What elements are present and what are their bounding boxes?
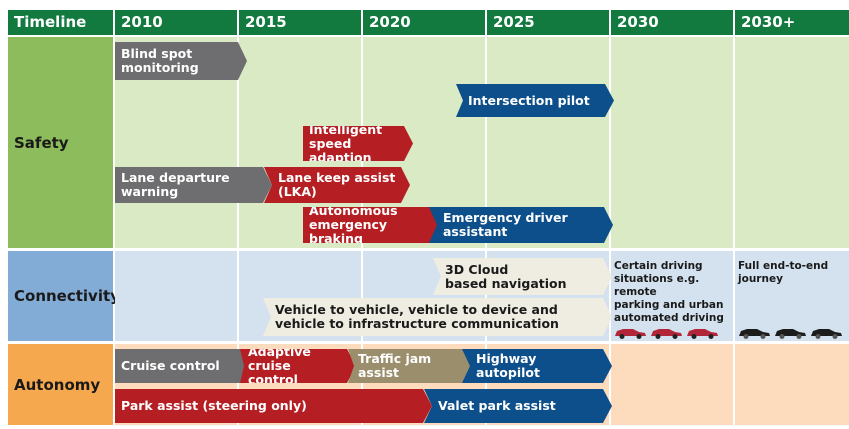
arrow-highway-autopilot: Highway autopilot <box>462 349 612 383</box>
black-cars-icon <box>739 329 842 339</box>
connectivity-cell-2030-plus <box>735 251 849 341</box>
arrow-intersection-pilot: Intersection pilot <box>456 84 614 117</box>
arrow-cruise-control: Cruise control <box>115 349 249 383</box>
header-year-2030-plus: 2030+ <box>735 10 849 35</box>
safety-cell-2030-plus <box>735 37 849 248</box>
arrow-valet-park-assist: Valet park assist <box>424 389 612 423</box>
header-year-2025: 2025 <box>487 10 609 35</box>
arrow-blind-spot-monitoring: Blind spot monitoring <box>115 42 247 80</box>
connectivity-cell-2010 <box>115 251 237 341</box>
arrow-adaptive-cruise-control: Adaptive cruise control <box>240 349 356 383</box>
arrow-autonomous-emergency-braking: Autonomous emergency braking <box>303 207 439 243</box>
note-certain-driving-situations: Certain driving situations e.g. remote p… <box>614 260 724 324</box>
arrow-traffic-jam-assist: Traffic jam assist <box>348 349 474 383</box>
header-year-2020: 2020 <box>363 10 485 35</box>
arrow-emergency-driver-assistant: Emergency driver assistant <box>429 207 613 243</box>
arrow-v2x-communication: Vehicle to vehicle, vehicle to device an… <box>263 298 612 336</box>
safety-cell-2030 <box>611 37 733 248</box>
connectivity-cell-2030 <box>611 251 733 341</box>
arrow-park-assist: Park assist (steering only) <box>115 389 432 423</box>
arrow-lane-keep-assist: Lane keep assist (LKA) <box>264 167 410 203</box>
note-full-end-to-end-journey: Full end-to-end journey <box>738 260 829 285</box>
arrow-intelligent-speed-adaption: Intelligent speed adaption <box>303 126 413 161</box>
row-label-safety: Safety <box>8 37 113 248</box>
header-year-2010: 2010 <box>115 10 237 35</box>
red-cars-icon <box>615 329 718 339</box>
row-label-autonomy: Autonomy <box>8 344 113 425</box>
header-year-2015: 2015 <box>239 10 361 35</box>
arrow-lane-departure-warning: Lane departure warning <box>115 167 272 203</box>
header-timeline: Timeline <box>8 10 113 35</box>
autonomy-cell-2030-plus <box>735 344 849 425</box>
autonomy-cell-2030 <box>611 344 733 425</box>
row-label-connectivity: Connectivity <box>8 251 120 341</box>
arrow-3d-cloud-navigation: 3D Cloud based navigation <box>433 258 612 295</box>
header-year-2030: 2030 <box>611 10 733 35</box>
